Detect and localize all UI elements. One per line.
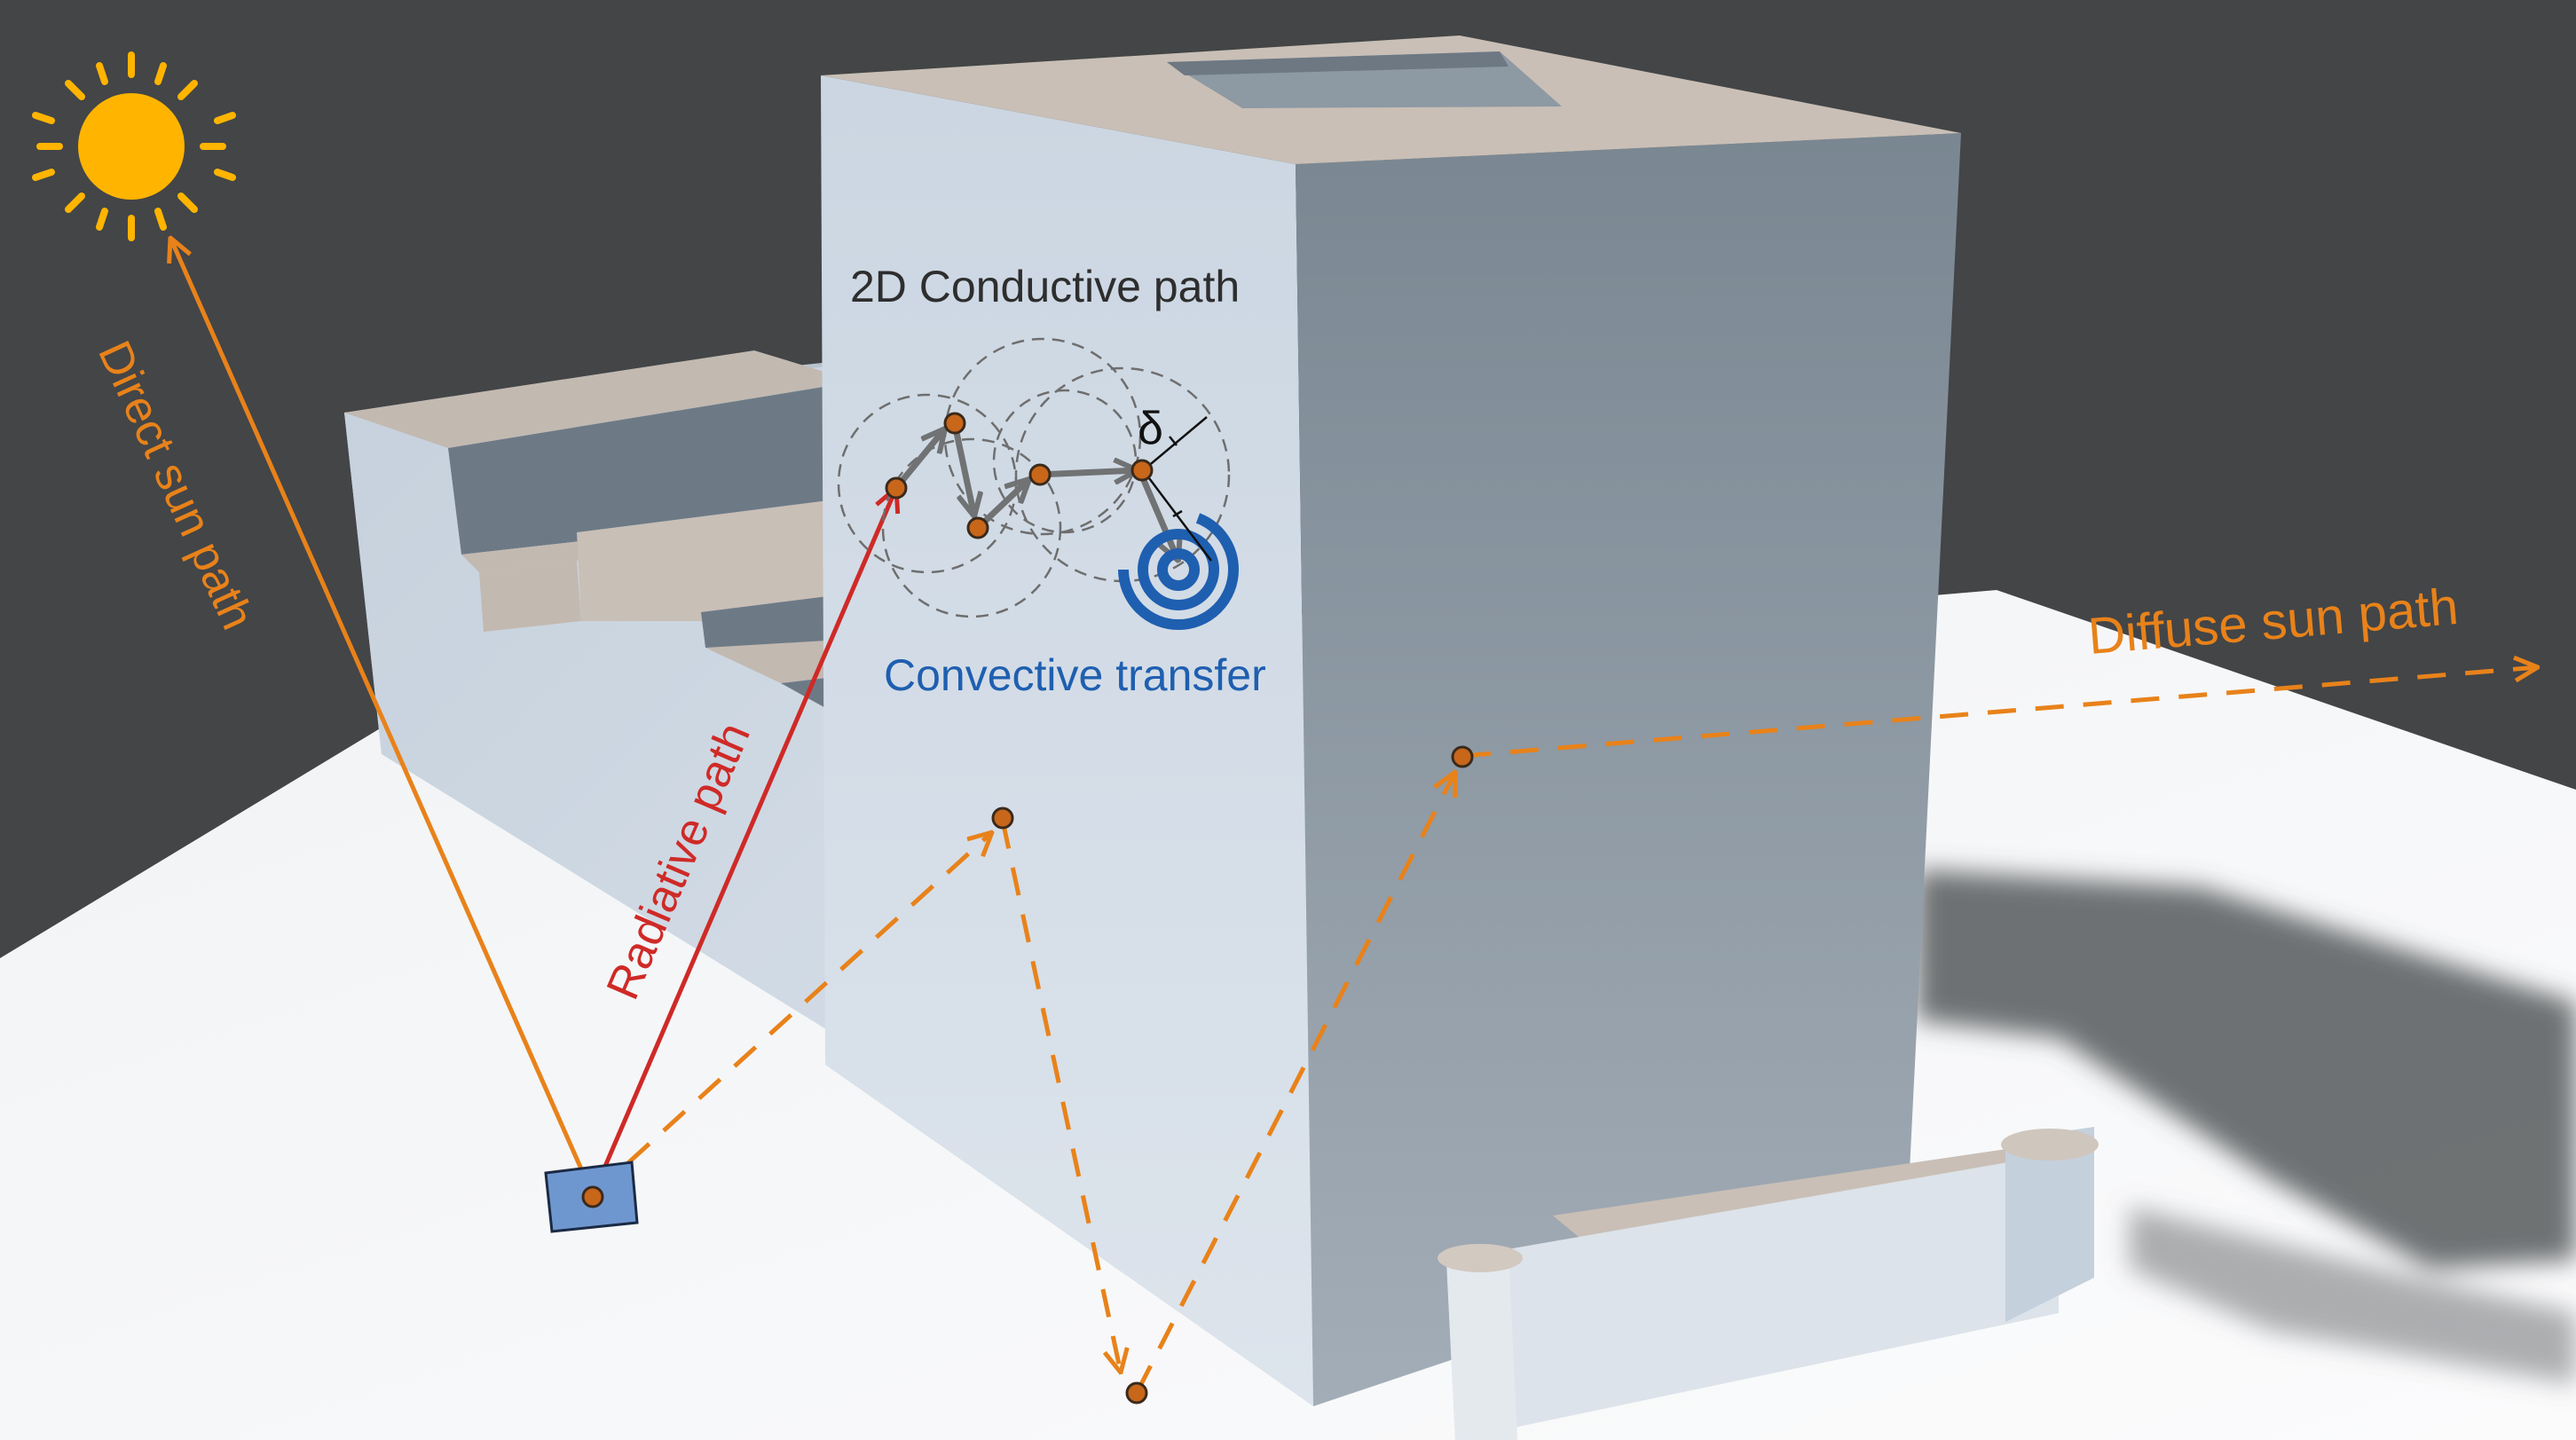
node <box>966 516 989 539</box>
tall-tower <box>821 35 1961 1406</box>
wing-roof <box>344 350 856 448</box>
direct-sun-path-arrow <box>170 238 595 1197</box>
diffuse-sun-path-arrow <box>591 667 2538 1393</box>
node <box>1125 1381 1148 1405</box>
node <box>1130 459 1154 482</box>
sun-icon <box>32 51 236 241</box>
node <box>1028 463 1052 486</box>
tower-right-face <box>1296 133 1961 1406</box>
node <box>885 476 908 500</box>
convective-transfer-label: Convective transfer <box>884 650 1266 700</box>
node <box>991 807 1014 830</box>
building-shadow <box>1917 870 2576 1384</box>
direct-sun-path-label: Direct sun path <box>88 334 264 637</box>
conductive-path-arrows <box>894 423 1178 561</box>
radiative-path-arrow <box>590 488 896 1196</box>
tower-front-face <box>821 75 1313 1406</box>
node <box>1451 745 1474 768</box>
conductive-path-label: 2D Conductive path <box>850 262 1240 311</box>
spiral-icon <box>1118 513 1240 630</box>
delta-label: δ <box>1138 403 1163 454</box>
path-nodes <box>885 412 1474 1405</box>
step-notch-lower <box>577 497 856 621</box>
front-wall <box>1438 1127 2099 1440</box>
sensor-patch-icon <box>544 1161 639 1233</box>
node <box>943 412 966 435</box>
delta-measure <box>1146 416 1212 562</box>
diffuse-sun-path-label: Diffuse sun path <box>2086 578 2461 665</box>
